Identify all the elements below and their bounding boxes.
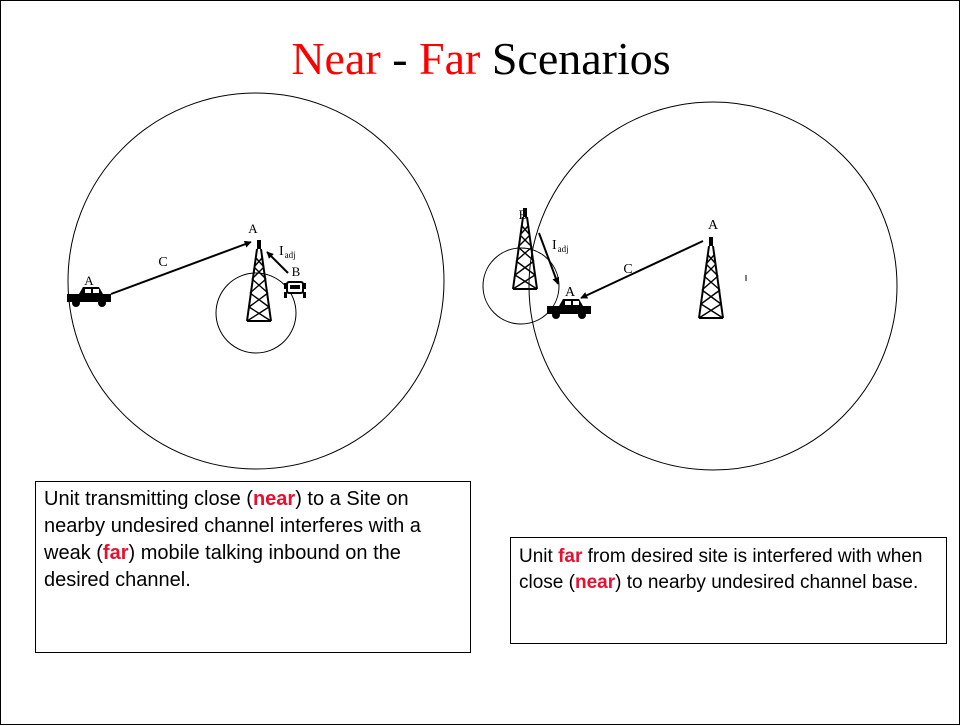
right-description-box: Unit far from desired site is interfered…	[510, 537, 947, 644]
left-scenario: A A B C Iadj	[67, 92, 445, 470]
right-coverage-circle	[528, 101, 898, 471]
left-site-label: A	[248, 221, 258, 236]
left-interference-label: Iadj	[279, 244, 296, 260]
right-scenario: B A A C Iadj	[482, 101, 898, 471]
left-far-car-icon	[67, 287, 111, 307]
title-near: Near	[291, 33, 381, 84]
right-desired-tower-icon	[698, 236, 724, 319]
right-car-icon	[547, 299, 591, 319]
slide-title: Near - Far Scenarios	[1, 31, 960, 87]
right-carrier-arrow	[580, 240, 704, 299]
right-text-near: near	[574, 572, 616, 593]
title-scenarios: Scenarios	[480, 33, 671, 84]
left-text-3: ) mobile talking inbound on the desired …	[44, 542, 401, 591]
left-carrier-label: C	[158, 255, 167, 270]
left-car-label: A	[84, 273, 94, 288]
left-interferer-label: B	[292, 264, 301, 279]
title-separator: -	[380, 33, 420, 84]
right-text-far: far	[558, 546, 583, 567]
left-interference-arrow	[266, 251, 289, 274]
right-undesired-circle	[482, 247, 560, 325]
left-carrier-arrow	[110, 240, 252, 295]
right-desired-site-label: A	[708, 218, 719, 233]
left-near-car-icon	[284, 281, 306, 298]
right-text-1: Unit	[519, 546, 559, 567]
right-interference-arrow	[538, 232, 560, 285]
left-text-1: Unit transmitting close (	[44, 488, 253, 510]
right-car-label: A	[565, 285, 576, 300]
right-text-3: ) to nearby undesired channel base.	[615, 572, 919, 593]
left-interferer-circle	[215, 272, 297, 354]
left-coverage-circle	[67, 92, 445, 470]
left-text-near: near	[252, 488, 296, 510]
left-text-2: ) to a Site on nearby undesired channel …	[44, 488, 421, 564]
right-text-2: from desired site is interfered with whe…	[519, 546, 923, 593]
right-interference-label: Iadj	[552, 238, 569, 254]
title-far: Far	[419, 33, 481, 84]
left-text-far: far	[102, 542, 129, 564]
right-undesired-site-label: B	[519, 207, 528, 222]
right-carrier-label: C	[623, 262, 632, 277]
left-description-box: Unit transmitting close (near) to a Site…	[35, 481, 471, 653]
